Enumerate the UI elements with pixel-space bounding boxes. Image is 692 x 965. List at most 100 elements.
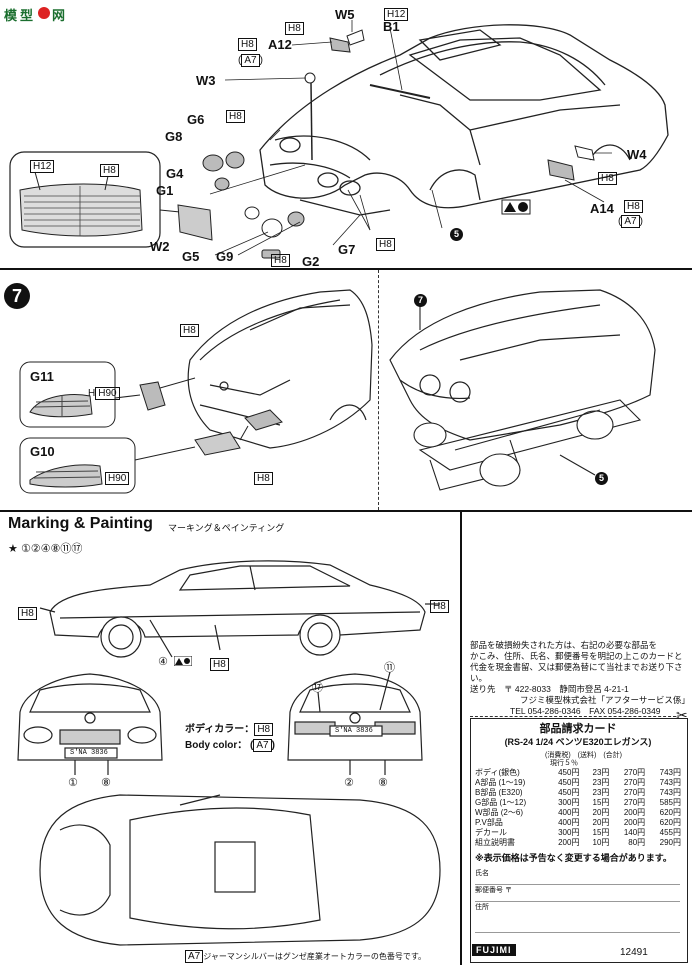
address-fields: 氏名 郵便番号 〒 住所 (475, 868, 680, 933)
marking-drawings (17, 560, 441, 946)
order-notes: 部品を破損紛失された方は、右記の必要な部品を かこみ、住所、氏名、郵便番号を明記… (470, 640, 690, 716)
cell-total: 743円 (659, 768, 681, 777)
svg-text:型: 型 (20, 8, 33, 24)
table-row: A部品 (1〜19) 450円 23円 270円 743円 (472, 778, 684, 788)
svg-text:网: 网 (52, 9, 65, 24)
decal-list: ★ ①②④⑧⑪⑰ (8, 543, 83, 555)
step7-number: 7 (4, 283, 30, 309)
rear-plate: S'NA 3836 (335, 727, 373, 735)
cell-ship: 80円 (628, 838, 646, 847)
cell-tax: 23円 (592, 778, 610, 787)
label-g8: G8 (165, 129, 183, 144)
cell-tax: 23円 (592, 788, 610, 797)
marking-title-jp: マーキング＆ペインティング (168, 523, 285, 533)
label-g5: G5 (182, 249, 200, 264)
field-address[interactable]: 住所 (475, 902, 680, 933)
tax-note: 現行５％ (550, 760, 578, 767)
cell-tax: 10円 (592, 838, 610, 847)
cell-name: ボディ(銀色) (475, 768, 520, 777)
order-card (470, 718, 688, 963)
card-title: 部品請求カード (539, 723, 617, 735)
cell-ship: 270円 (623, 778, 646, 787)
cell-price: 200円 (558, 838, 580, 847)
star-icon: ★ (8, 543, 18, 555)
label-g7: G7 (338, 242, 356, 257)
cell-tax: 23円 (592, 768, 610, 777)
marking-title: Marking & Painting (8, 515, 153, 532)
label-h8-rear: H8 (180, 322, 199, 337)
label-h8-g7: H8 (376, 236, 395, 251)
cell-tax: 15円 (592, 798, 610, 807)
cell-name: G部品 (1〜12) (475, 798, 527, 807)
cell-total: 585円 (659, 798, 681, 807)
label-g11: G11 (30, 369, 54, 384)
marking-h8-rear: H8 (430, 598, 449, 613)
rear-callout-11: ⑪ (384, 662, 395, 674)
cell-name: P.V部品 (475, 818, 503, 827)
cell-name: デカール (475, 828, 507, 837)
front-callout-8: ⑧ (101, 777, 111, 789)
field-name[interactable]: 氏名 (475, 868, 680, 885)
marking-h8-bottom: H8 (210, 656, 229, 671)
card-subtitle: (RS-24 1/24 ベンツE320エレガンス) (504, 737, 652, 747)
car-rear-view (287, 671, 423, 775)
ref-step-5-chassis: 5 (595, 472, 608, 485)
watermark-logo: 模 型 网 (2, 2, 72, 26)
cell-price: 450円 (558, 768, 580, 777)
label-h8-bottom: H8 (254, 470, 273, 485)
field-postcode[interactable]: 郵便番号 〒 (475, 885, 680, 902)
cell-total: 743円 (659, 778, 681, 787)
label-g2: G2 (302, 254, 320, 269)
body-color-jp: ボディカラー：H8 (185, 720, 274, 736)
label-a7-a14: (A7) (618, 215, 643, 228)
cell-ship: 270円 (623, 788, 646, 797)
card-headers: (消費税) (送料) (合計) (545, 752, 623, 759)
label-g1: G1 (156, 183, 174, 198)
label-a7-top: (A7) (238, 54, 263, 67)
label-h8-a12: H8 (238, 36, 257, 51)
brand-logo: FUJIMI (472, 944, 516, 956)
label-h90-g10: H90 (105, 470, 130, 485)
front-plate: S'NA 3836 (70, 749, 108, 757)
cell-price: 400円 (558, 818, 580, 827)
cell-total: 455円 (659, 828, 681, 837)
cell-ship: 140円 (623, 828, 646, 837)
cell-price: 300円 (558, 798, 580, 807)
cell-total: 743円 (659, 788, 681, 797)
label-h8-w4: H8 (598, 170, 617, 185)
cell-price: 300円 (558, 828, 580, 837)
label-g4: G4 (166, 166, 184, 181)
label-h12-top: H12 (384, 6, 409, 21)
label-w2: W2 (150, 239, 170, 254)
car-body-outline (259, 24, 669, 216)
label-a12: A12 (268, 37, 292, 52)
cell-total: 620円 (659, 818, 681, 827)
rear-callout-2: ② (344, 777, 354, 789)
label-h8-g6: H8 (226, 108, 245, 123)
cell-ship: 200円 (623, 818, 646, 827)
cell-name: W部品 (2〜6) (475, 808, 523, 817)
label-g10: G10 (30, 444, 55, 459)
label-w3: W3 (196, 73, 216, 88)
cell-price: 450円 (558, 788, 580, 797)
decal-4-small-icon (174, 656, 192, 666)
cell-price: 450円 (558, 778, 580, 787)
cell-name: A部品 (1〜19) (475, 778, 526, 787)
cell-ship: 270円 (623, 798, 646, 807)
cell-ship: 200円 (623, 808, 646, 817)
label-g6: G6 (187, 112, 205, 127)
leader-lines (209, 20, 612, 256)
price-change-note: ※表示価格は予告なく変更する場合があります。 (475, 853, 672, 863)
label-w5: W5 (335, 7, 355, 22)
rear-callout-8: ⑧ (378, 777, 388, 789)
cell-total: 290円 (659, 838, 681, 847)
cell-tax: 20円 (592, 808, 610, 817)
rear-callout-17: ⑰ (312, 682, 323, 694)
